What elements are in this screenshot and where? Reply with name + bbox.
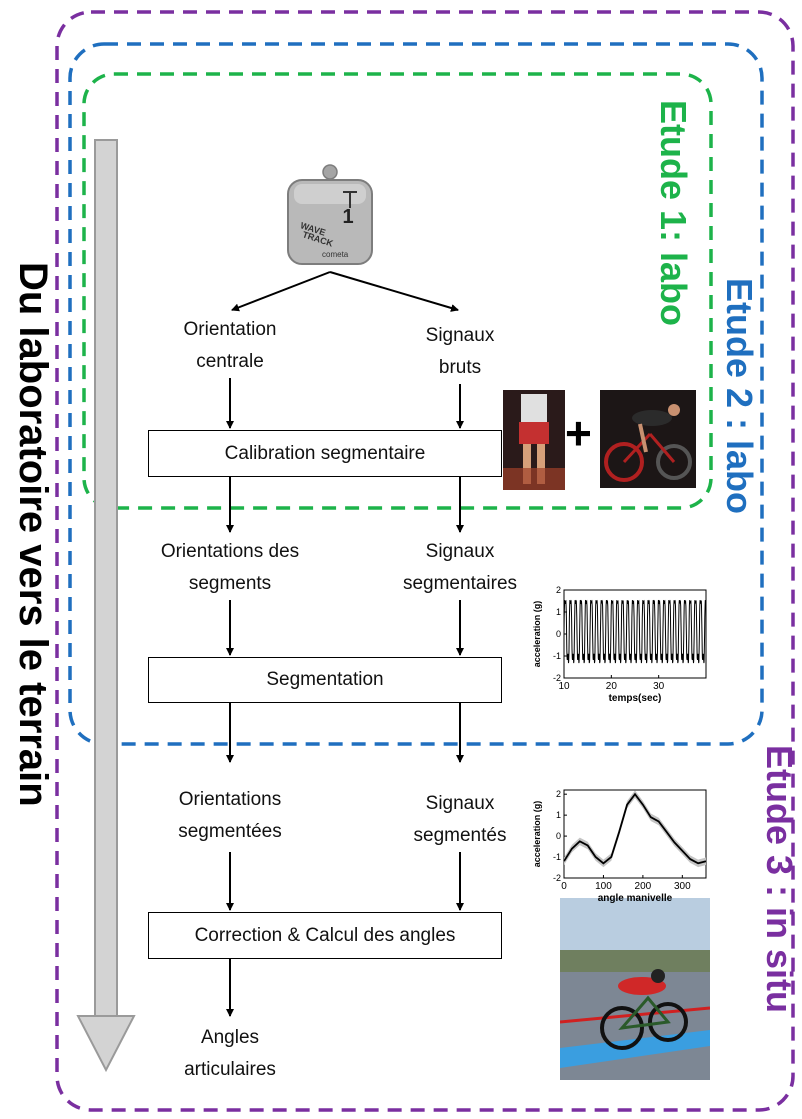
x-tick-label: 30: [653, 681, 665, 692]
orientations-segmentees-label: Orientations segmentées: [178, 789, 282, 842]
etude2-frame: [68, 42, 764, 746]
sensor-brand: cometa: [322, 250, 349, 259]
lab-bike-photo-drawing: [600, 390, 696, 488]
y-tick-label: 1: [556, 607, 561, 617]
angles-articulaires-label: Angles articulaires: [184, 1027, 276, 1080]
y-axis-label: acceleration (g): [532, 801, 542, 868]
flow-arrows: [226, 378, 464, 1017]
chart-plot-area: [563, 789, 707, 879]
signaux-bruts-label: Signaux bruts: [425, 325, 495, 378]
field-track-cyclist-photo-drawing: [560, 898, 710, 1080]
y-tick-label: -2: [553, 873, 561, 883]
etude3-title: Etude 3 : in situ: [759, 745, 800, 1014]
signaux-segmentaires-label: Signaux segmentaires: [402, 541, 518, 594]
series-line: [563, 792, 707, 865]
lab-bike-photo: [600, 390, 696, 488]
y-tick-label: 2: [556, 585, 561, 595]
etude2-title: Etude 2 : labo: [719, 278, 760, 515]
sensor-branch-arrows: [231, 271, 459, 312]
signaux-segmentes-label: Signaux segmentés: [413, 793, 507, 846]
y-tick-label: -2: [553, 673, 561, 683]
lab-calibration-photo-drawing: [503, 390, 565, 490]
series-line: [563, 599, 707, 664]
y-tick-label: 2: [556, 789, 561, 799]
imu-sensor-icon: [287, 164, 373, 265]
x-tick-label: 20: [606, 681, 618, 692]
orientation-centrale-label: Orientation centrale: [183, 319, 277, 372]
series-band: [564, 790, 706, 868]
segmentation-box: Segmentation: [148, 657, 502, 703]
orientations-segments-label: Orientations des segments: [160, 541, 300, 594]
crank-angle-acceleration-chart: 0 100 200 300 -2 -1 0 1 2 angle manivelle accelera…: [532, 789, 707, 904]
y-tick-label: -1: [553, 651, 561, 661]
plus-sign: +: [565, 407, 592, 459]
y-tick-label: -1: [553, 852, 561, 862]
x-tick-label: 10: [558, 681, 570, 692]
x-tick-label: 300: [674, 881, 691, 892]
x-tick-label: 200: [635, 881, 652, 892]
x-tick-label: 100: [595, 881, 612, 892]
x-axis-label: temps(sec): [609, 693, 662, 704]
y-tick-label: 0: [556, 629, 561, 639]
etude3-frame: [55, 10, 795, 1112]
y-tick-label: 0: [556, 831, 561, 841]
x-axis-label: angle manivelle: [598, 893, 673, 904]
lab-to-field-arrow: [76, 139, 136, 1073]
x-tick-label: 0: [561, 881, 567, 892]
y-axis-label: acceleration (g): [532, 601, 542, 668]
correction-box: Correction & Calcul des angles: [148, 912, 502, 959]
etude1-frame: [82, 72, 713, 510]
time-acceleration-chart: 10 20 30 -2 -1 0 1 2 temps(sec) acceleration (g): [532, 585, 707, 704]
sensor-number: 1: [342, 206, 354, 228]
y-tick-label: 1: [556, 810, 561, 820]
calibration-box: Calibration segmentaire: [148, 430, 502, 477]
lab-calibration-photo: [503, 390, 565, 490]
main-title: Du laboratoire vers le terrain: [11, 262, 55, 807]
etude1-title: Etude 1: labo: [653, 100, 694, 327]
field-track-cyclist-photo: [560, 898, 710, 1080]
